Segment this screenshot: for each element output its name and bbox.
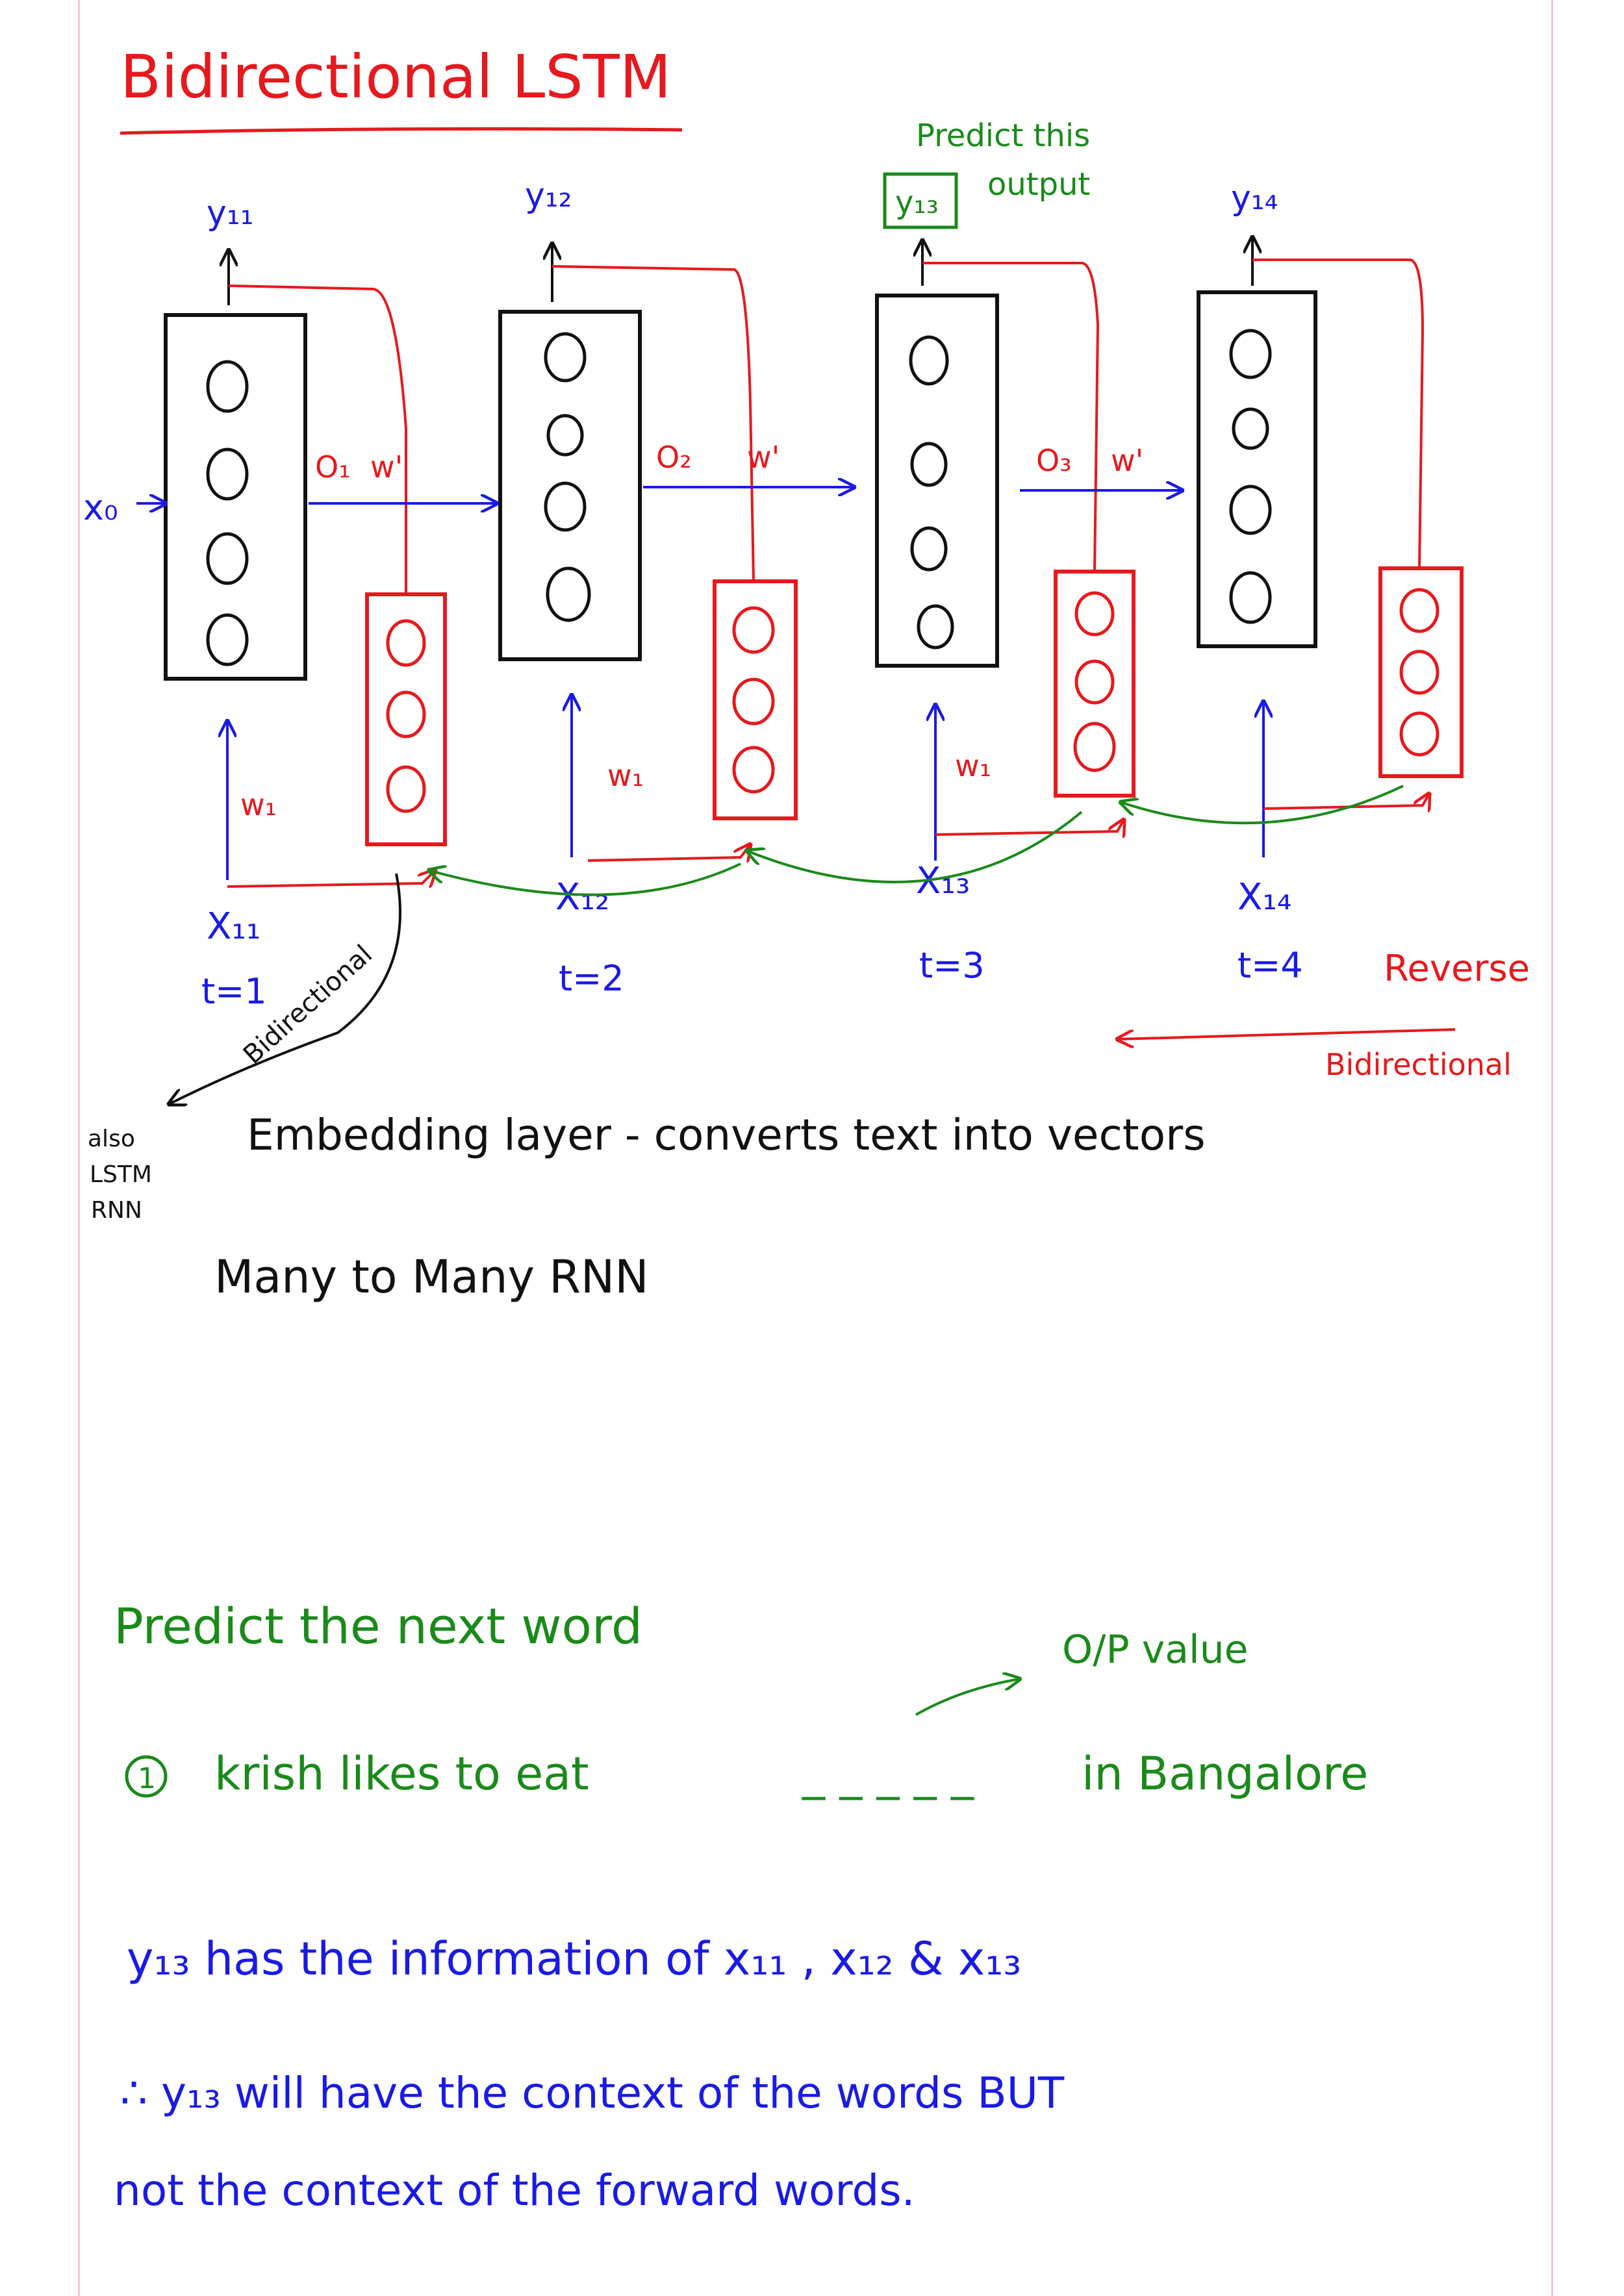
forward-cell-3	[875, 294, 999, 668]
op-value-label: O/P value	[1062, 1627, 1249, 1672]
output-label-1: y₁₁	[207, 194, 253, 233]
sentence-start: krish likes to eat	[214, 1747, 589, 1800]
input-label-4: X₁₄	[1237, 876, 1291, 918]
input-label-2: X₁₂	[555, 876, 609, 918]
timestep-label-4: t=4	[1237, 945, 1303, 986]
predict-note-line1: Predict this	[916, 118, 1090, 154]
backward-output-link-4	[1252, 259, 1425, 569]
backward-link-2-1	[429, 863, 741, 896]
backward-cell-3	[1054, 570, 1136, 798]
backward-output-link-2	[552, 265, 755, 582]
reverse-label: Reverse	[1384, 948, 1530, 990]
input-backward-link-2	[587, 844, 750, 861]
timestep-label-3: t=3	[919, 945, 985, 986]
many-to-many-note: Many to Many RNN	[214, 1250, 649, 1304]
backward-output-link-1	[228, 284, 407, 594]
item-number-circle	[125, 1755, 168, 1798]
sentence-end: in Bangalore	[1082, 1747, 1368, 1800]
forward-output-label-1: O₁	[315, 449, 351, 485]
forward-cell-2	[498, 310, 642, 661]
backward-cell-2	[713, 579, 798, 820]
input-label-1: X₁₁	[207, 905, 260, 948]
predicted-output-box	[883, 172, 958, 229]
w-prime-label-3: w'	[1111, 443, 1143, 478]
right-margin-line	[1551, 0, 1553, 2296]
backward-link-4-3	[1121, 785, 1404, 825]
backward-cell-4	[1378, 566, 1464, 778]
sentence-blank: _ _ _ _ _	[802, 1747, 974, 1800]
output-label-3: y₁₃	[895, 184, 939, 221]
side-note-line3: RNN	[91, 1197, 142, 1224]
title-underline	[120, 127, 683, 135]
forward-output-label-3: O₃	[1036, 443, 1072, 478]
w-prime-label-1: w'	[370, 449, 403, 485]
timestep-label-2: t=2	[559, 958, 624, 999]
w-prime-label-2: w'	[747, 440, 780, 475]
left-margin-line	[78, 0, 80, 2296]
side-note-line2: LSTM	[90, 1161, 152, 1188]
input-backward-link-4	[1263, 794, 1429, 809]
backward-output-link-3	[922, 262, 1100, 572]
side-note-line1: also	[88, 1126, 135, 1152]
bidirectional-side-label: Bidirectional	[1325, 1047, 1512, 1082]
predict-note-line2: output	[987, 166, 1090, 203]
output-label-2: y₁₂	[525, 176, 572, 215]
page-title: Bidirectional LSTM	[120, 42, 671, 112]
backward-cell-1	[365, 592, 447, 846]
forward-output-label-2: O₂	[656, 440, 692, 475]
w1-label-2: w₁	[607, 758, 644, 793]
explanation-line2: ∴ y₁₃ will have the context of the words…	[120, 2068, 1065, 2118]
x0-label: x₀	[83, 487, 118, 528]
backward-link-3-2	[747, 811, 1083, 883]
input-backward-link-3	[935, 820, 1124, 835]
explanation-line3: not the context of the forward words.	[114, 2165, 915, 2215]
item-number: 1	[138, 1762, 156, 1795]
input-backward-link-1	[227, 870, 435, 887]
w1-label-1: w₁	[240, 787, 277, 822]
explanation-line1: y₁₃ has the information of x₁₁ , x₁₂ & x…	[127, 1932, 1021, 1986]
op-value-arrow	[915, 1679, 1020, 1716]
embedding-note: Embedding layer - converts text into vec…	[247, 1110, 1206, 1160]
output-label-4: y₁₄	[1231, 179, 1278, 218]
forward-cell-1	[164, 313, 307, 681]
w1-label-3: w₁	[955, 748, 991, 783]
forward-cell-4	[1197, 290, 1317, 648]
example-heading: Predict the next word	[114, 1597, 642, 1655]
timestep-label-1: t=1	[201, 971, 267, 1012]
reverse-arrow	[1117, 1028, 1456, 1039]
bidirectional-pointer-arrow	[169, 873, 401, 1104]
